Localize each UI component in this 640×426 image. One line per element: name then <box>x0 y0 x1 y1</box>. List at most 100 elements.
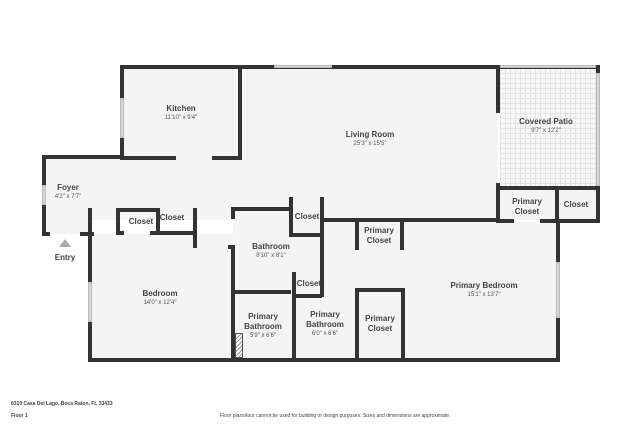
window <box>556 262 560 318</box>
room-name: Bedroom <box>142 289 178 298</box>
wall <box>120 138 124 159</box>
wall <box>289 197 293 235</box>
wall <box>496 186 600 190</box>
window <box>88 282 92 322</box>
room-primary-closet-patio: Primary Closet <box>512 197 542 217</box>
room-name: Bathroom <box>252 242 290 251</box>
foyer-floor <box>45 158 91 234</box>
room-living-room: Living Room 25'3" x 15'5" <box>346 130 394 148</box>
wall <box>555 186 559 222</box>
room-covered-patio: Covered Patio 9'7" x 12'2" <box>519 117 573 135</box>
wall <box>88 358 560 362</box>
room-name-line1: Primary <box>310 310 340 319</box>
window <box>596 73 600 186</box>
window <box>500 65 596 68</box>
wall <box>88 208 92 234</box>
room-foyer: Foyer 4'2" x 7'7" <box>55 183 81 201</box>
room-name: Closet <box>296 279 322 288</box>
wall <box>496 219 514 223</box>
wall <box>228 245 234 249</box>
wall <box>42 232 50 236</box>
room-name-line1: Primary <box>248 312 278 321</box>
wall <box>231 290 291 294</box>
entry-label: Entry <box>55 253 75 263</box>
wall <box>556 318 560 362</box>
wall <box>322 218 500 222</box>
wall <box>80 232 94 236</box>
kitchen-floor <box>122 68 240 160</box>
wall <box>540 219 600 223</box>
entry-text: Entry <box>54 253 76 262</box>
living-room-floor <box>240 68 498 220</box>
room-dimensions: 6'0" x 6'6" <box>311 331 339 337</box>
room-name: Kitchen <box>166 104 196 113</box>
wall <box>401 288 405 360</box>
wall <box>88 322 92 362</box>
room-closet-bath-top: Closet <box>295 212 319 222</box>
room-dimensions: 5'9" x 6'6" <box>249 333 277 339</box>
wall <box>292 294 322 298</box>
window <box>42 185 46 205</box>
room-closet-patio: Closet <box>564 200 588 210</box>
room-primary-closet-bottom: Primary Closet <box>365 314 395 334</box>
room-primary-closet-center: Primary Closet <box>364 226 394 246</box>
wall <box>320 197 324 297</box>
room-name: Covered Patio <box>519 117 573 126</box>
wall <box>42 155 124 159</box>
patio-closets-floor <box>498 188 596 220</box>
room-name-line2: Closet <box>367 324 393 333</box>
wall <box>596 186 600 222</box>
room-primary-bedroom: Primary Bedroom 15'1" x 13'7" <box>450 281 517 299</box>
wall <box>496 65 500 113</box>
wall <box>556 220 560 262</box>
room-name-line1: Primary <box>365 314 395 323</box>
wall <box>150 231 196 235</box>
room-dimensions: 11'10" x 9'4" <box>164 115 198 121</box>
wall <box>596 65 600 73</box>
room-bathroom: Bathroom 8'10" x 8'1" <box>252 242 290 260</box>
wall <box>231 245 235 362</box>
room-closet-hall-1: Closet <box>129 217 153 227</box>
wall <box>238 65 242 160</box>
entry-arrow-icon <box>59 239 71 247</box>
wall <box>193 208 197 248</box>
room-dimensions: 9'7" x 12'2" <box>531 128 561 134</box>
wall <box>231 207 235 219</box>
room-closet-hall-2: Closet <box>160 213 184 223</box>
room-name: Primary Bedroom <box>450 281 518 290</box>
wall <box>120 65 124 98</box>
room-name: Closet <box>294 212 320 221</box>
floor-label: Floor 1 <box>11 413 28 419</box>
wall <box>116 208 120 234</box>
room-dimensions: 25'3" x 15'5" <box>353 141 387 147</box>
window <box>120 98 124 138</box>
wall <box>116 208 160 212</box>
room-primary-bathroom-1: Primary Bathroom 5'9" x 6'6" <box>244 312 282 340</box>
room-closet-bath-bottom: Closet <box>297 279 321 289</box>
bathroom-floor <box>233 210 323 294</box>
room-name-line2: Closet <box>366 236 392 245</box>
window <box>274 65 332 68</box>
room-name-line2: Bathroom <box>244 322 282 331</box>
room-name-line2: Closet <box>514 207 540 216</box>
room-dimensions: 4'2" x 7'7" <box>54 194 82 200</box>
wall <box>156 208 160 234</box>
room-dimensions: 8'10" x 8'1" <box>256 253 286 259</box>
wall <box>42 205 46 236</box>
wall <box>120 156 176 160</box>
wall <box>42 155 46 185</box>
wall <box>355 288 359 360</box>
room-name: Closet <box>128 217 154 226</box>
wall <box>116 231 124 235</box>
room-name-line1: Primary <box>512 197 542 206</box>
wall <box>496 183 500 221</box>
address: 8310 Casa Del Lago, Boca Raton, FL 33433 <box>11 401 113 407</box>
wall <box>292 272 296 362</box>
room-name: Closet <box>563 200 589 209</box>
shower-hatch <box>235 333 243 358</box>
covered-patio-floor <box>500 68 596 186</box>
room-name: Foyer <box>57 183 79 192</box>
wall <box>120 65 600 69</box>
wall <box>88 232 92 282</box>
